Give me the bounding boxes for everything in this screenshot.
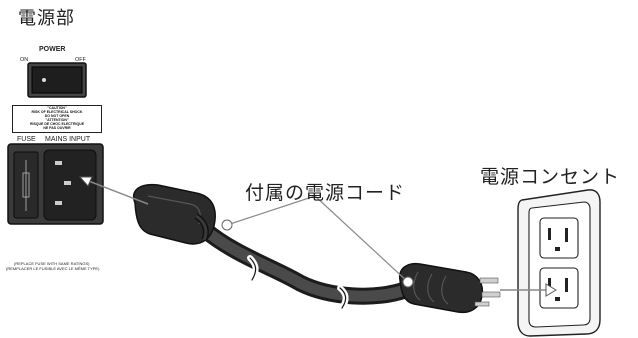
caution-line: RISQUE DE CHOC ELECTRIQUE [29,122,85,126]
power-switch-indicator [42,78,46,82]
caution-line: "ATTENTION" [45,118,69,122]
wall-outlet [517,189,601,337]
caution-label-box: "CAUTION" RISK OF ELECTRICAL SHOCK DO NO… [12,105,102,133]
wall-outlet-label: 電源コンセント [480,166,621,188]
fuse-note-english: (REPLACE FUSE WITH SAME RATINGS) [14,261,90,266]
caution-line: "CAUTION" [47,106,67,110]
fuse-symbol-icon [22,160,30,211]
inlet-pin-3 [55,201,62,205]
caution-line: RISK OF ELECTRICAL SHOCK [31,110,83,114]
iec-connector [133,183,216,245]
caution-line: DO NOT OPEN [44,114,70,118]
fuse-label: FUSE [17,136,36,143]
fuse-note-french: (REMPLACER LE FUSIBLE AVEC LE MÊME TYPE) [6,266,100,271]
power-switch-rocker [31,66,83,94]
mains-input-label: MAINS INPUT [45,136,91,143]
power-cord [196,221,414,311]
power-switch-label: POWER [39,46,66,53]
inlet-pin-2 [64,181,71,185]
power-section-title: 電源部 [18,8,75,29]
on-label: ON [20,57,29,63]
arrow-to-outlet-icon [500,283,557,297]
wall-plug [399,262,501,314]
leader-lines [221,195,414,288]
power-cord-label: 付属の電源コード [245,182,406,204]
inlet-pin-1 [55,161,62,165]
caution-line: NE PAS OUVRIR [43,126,71,130]
arrow-to-inlet-icon [78,176,149,205]
off-label: OFF [75,57,86,63]
